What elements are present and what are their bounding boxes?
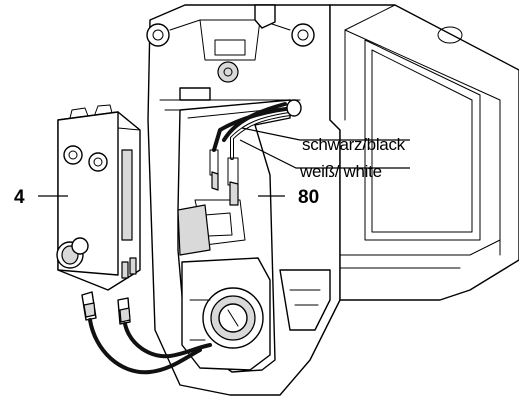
label-wire-black: schwarz/black: [302, 135, 406, 154]
label-wire-white: weiß/ white: [299, 162, 382, 181]
leader-lines: [38, 127, 410, 197]
label-part-80: 80: [298, 187, 319, 208]
switch-module-icon: [56, 104, 141, 291]
knob-socket-icon: [181, 257, 271, 371]
wire-bundle-icon: [209, 99, 302, 206]
label-part-4: 4: [14, 187, 25, 208]
spade-connector-icon: [81, 291, 212, 375]
